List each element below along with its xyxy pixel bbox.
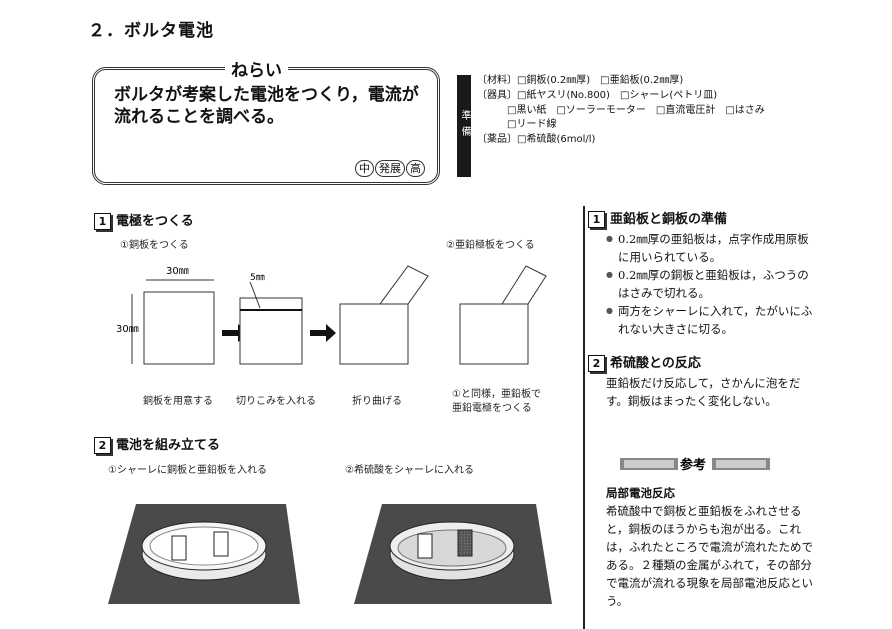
right-note-1: 1 亜鉛板と銅板の準備 0.2㎜厚の亜鉛板は，点字作成用原板に用いられている。 0… (588, 208, 818, 338)
caption-cut: 切りこみを入れる (236, 396, 316, 407)
r1-bullet: 両方をシャーレに入れて，たがいにふれない大きさに切る。 (606, 302, 818, 338)
zinc-electrode (213, 531, 229, 557)
aim-heading: ねらい (225, 56, 288, 81)
r2-text: 亜鉛板だけ反応して，さかんに泡をだす。銅板はまったく変化しない。 (606, 376, 801, 408)
section1-sub-right: ②亜鉛極板をつくる (446, 240, 535, 251)
copper-plate (143, 291, 215, 365)
zinc-plate (459, 303, 529, 365)
badge-advanced: 発展 (375, 160, 405, 177)
r1-heading: 亜鉛板と銅板の準備 (610, 212, 728, 227)
prep-label: 準備 (457, 75, 471, 177)
dim-height-label: 30㎜ (116, 324, 139, 335)
r2-heading: 希硫酸との反応 (610, 356, 701, 371)
local-cell-note: 局部電池反応 希硫酸中で銅板と亜鉛板をふれさせると，銅板のほうからも泡が出る。こ… (606, 484, 820, 610)
sanko-label: 参考 (680, 457, 706, 473)
section2-heading: 電池を組み立てる (116, 438, 221, 453)
right-note-2: 2 希硫酸との反応 亜鉛板だけ反応して，さかんに泡をだす。銅板はまったく変化しない… (588, 352, 818, 410)
copper-electrode (417, 533, 433, 559)
caption-zinc: ①と同様，亜鉛板で 亜鉛電極をつくる (452, 389, 541, 414)
caption-fold: 折り曲げる (352, 396, 402, 407)
prep-line: 〔器具〕□紙ヤスリ(No.800) □シャーレ(ペトリ皿) (477, 89, 718, 101)
sanko-banner: 参考 (620, 457, 770, 473)
local-heading: 局部電池反応 (606, 486, 675, 500)
r2-number: 2 (588, 355, 605, 372)
electrode-diagram: 30㎜ 30㎜ 5㎜ (116, 265, 547, 365)
arrow-icon (310, 324, 336, 342)
local-text: 希硫酸中で銅板と亜鉛板をふれさせると，銅板のほうからも泡が出る。これは，ふれたと… (606, 504, 813, 608)
section1-number: 1 (94, 213, 111, 230)
r1-bullet: 0.2㎜厚の銅板と亜鉛板は，ふつうのはさみで切れる。 (606, 266, 818, 302)
dim-width-label: 30㎜ (166, 266, 189, 277)
cut-plate (239, 297, 303, 365)
dim-cut-label: 5㎜ (250, 273, 265, 283)
section2-header: 2 電池を組み立てる (94, 434, 220, 454)
section2-sub-left: ①シャーレに銅板と亜鉛板を入れる (108, 465, 267, 476)
prep-line: □黒い紙 □ソーラーモーター □直流電圧計 □はさみ (477, 104, 765, 116)
level-badges: 中 発展 高 (355, 160, 425, 177)
section1-sub-left: ①銅板をつくる (120, 240, 189, 251)
prep-line: 〔薬品〕□希硫酸(6mol/l) (477, 134, 596, 146)
zinc-tab (501, 265, 547, 305)
folded-tab (379, 265, 429, 305)
badge-high: 高 (406, 160, 425, 177)
r1-bullet: 0.2㎜厚の亜鉛板は，点字作成用原板に用いられている。 (606, 230, 818, 266)
zinc-electrode-bubbling (457, 529, 473, 557)
caption-prepare: 銅板を用意する (143, 396, 213, 407)
section1-heading: 電極をつくる (116, 214, 194, 229)
prep-line: □リード線 (477, 119, 557, 131)
badge-middle: 中 (355, 160, 374, 177)
r1-number: 1 (588, 211, 605, 228)
folded-plate (339, 303, 409, 365)
page-title: ２．ボルタ電池 (88, 21, 214, 41)
cut-leader (249, 281, 261, 309)
section2-sub-right: ②希硫酸をシャーレに入れる (345, 465, 474, 476)
aim-text: ボルタが考案した電池をつくり，電流が流れることを調べる。 (114, 85, 419, 127)
column-divider (583, 206, 585, 629)
copper-electrode (171, 535, 187, 561)
section2-number: 2 (94, 437, 111, 454)
prep-list: 〔材料〕□銅板(0.2㎜厚) □亜鉛板(0.2㎜厚) 〔器具〕□紙ヤスリ(No.… (477, 74, 765, 148)
assembly-diagram (108, 504, 552, 604)
prep-line: 〔材料〕□銅板(0.2㎜厚) □亜鉛板(0.2㎜厚) (477, 75, 684, 86)
section1-header: 1 電極をつくる (94, 210, 194, 230)
